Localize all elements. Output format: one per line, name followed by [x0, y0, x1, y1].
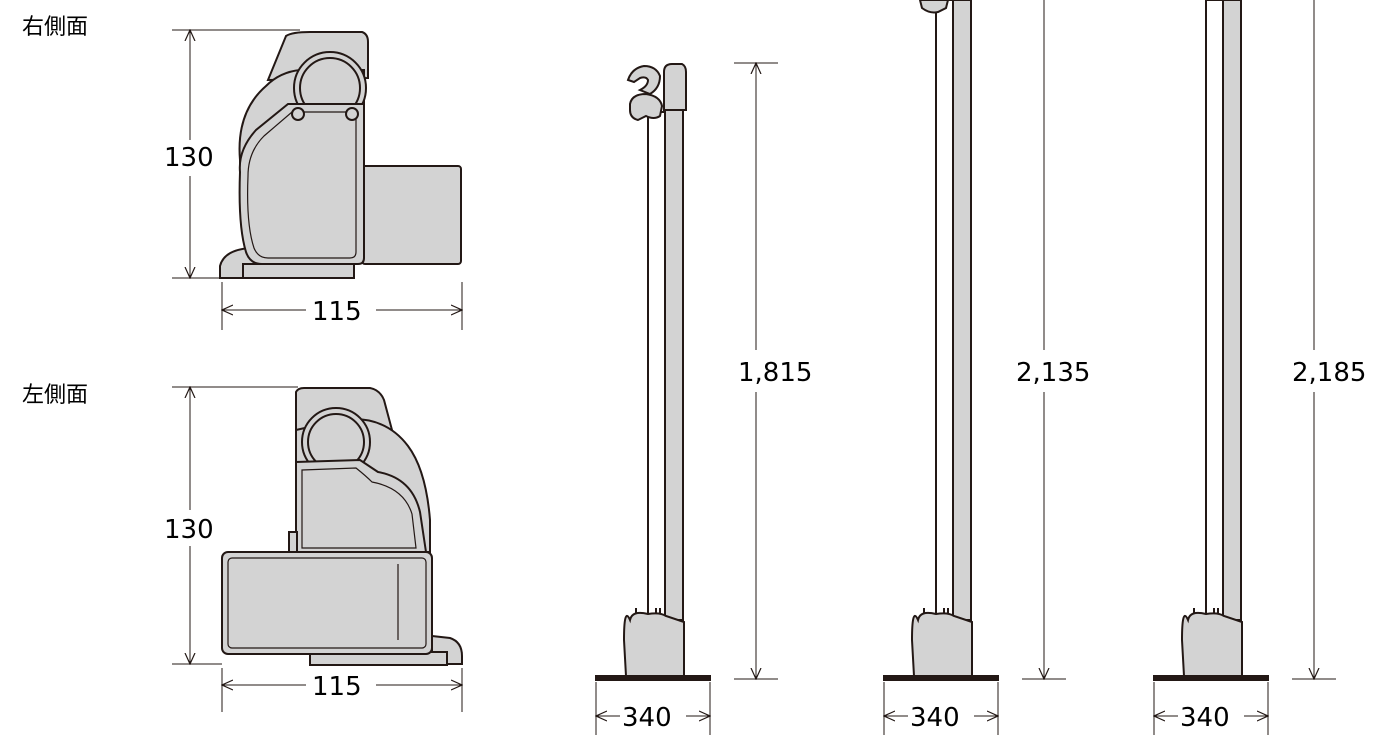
left-side-view-label: 左側面: [22, 383, 88, 408]
stand-3-shape: [1153, 0, 1269, 681]
stand-3-height-dim-text: 2,185: [1292, 358, 1366, 388]
stand-2-height-dim-text: 2,135: [1016, 358, 1090, 388]
stand-2-base-dim-text: 340: [910, 703, 960, 733]
left-side-view: 左側面 130 115: [22, 383, 463, 712]
left-height-dim-text: 130: [164, 515, 214, 545]
right-side-view: 右側面 130 115: [22, 15, 462, 330]
stand-3-base-dim-text: 340: [1180, 703, 1230, 733]
stand-1-base-dim-text: 340: [622, 703, 672, 733]
stand-2-shape: [883, 0, 999, 681]
right-height-dim-text: 130: [164, 143, 214, 173]
stand-1-height-dim-text: 1,815: [738, 358, 812, 388]
stand-1: 1,815 340: [595, 63, 812, 735]
right-side-body: [219, 31, 462, 279]
stand-2: 2,135 340: [883, 0, 1090, 735]
right-side-view-label: 右側面: [22, 15, 88, 40]
stand-3: 2,185 340: [1153, 0, 1366, 735]
stand-1-shape: [595, 63, 711, 681]
right-width-dim-text: 115: [312, 297, 362, 327]
left-width-dim-text: 115: [312, 672, 362, 702]
left-side-body: [221, 387, 463, 666]
